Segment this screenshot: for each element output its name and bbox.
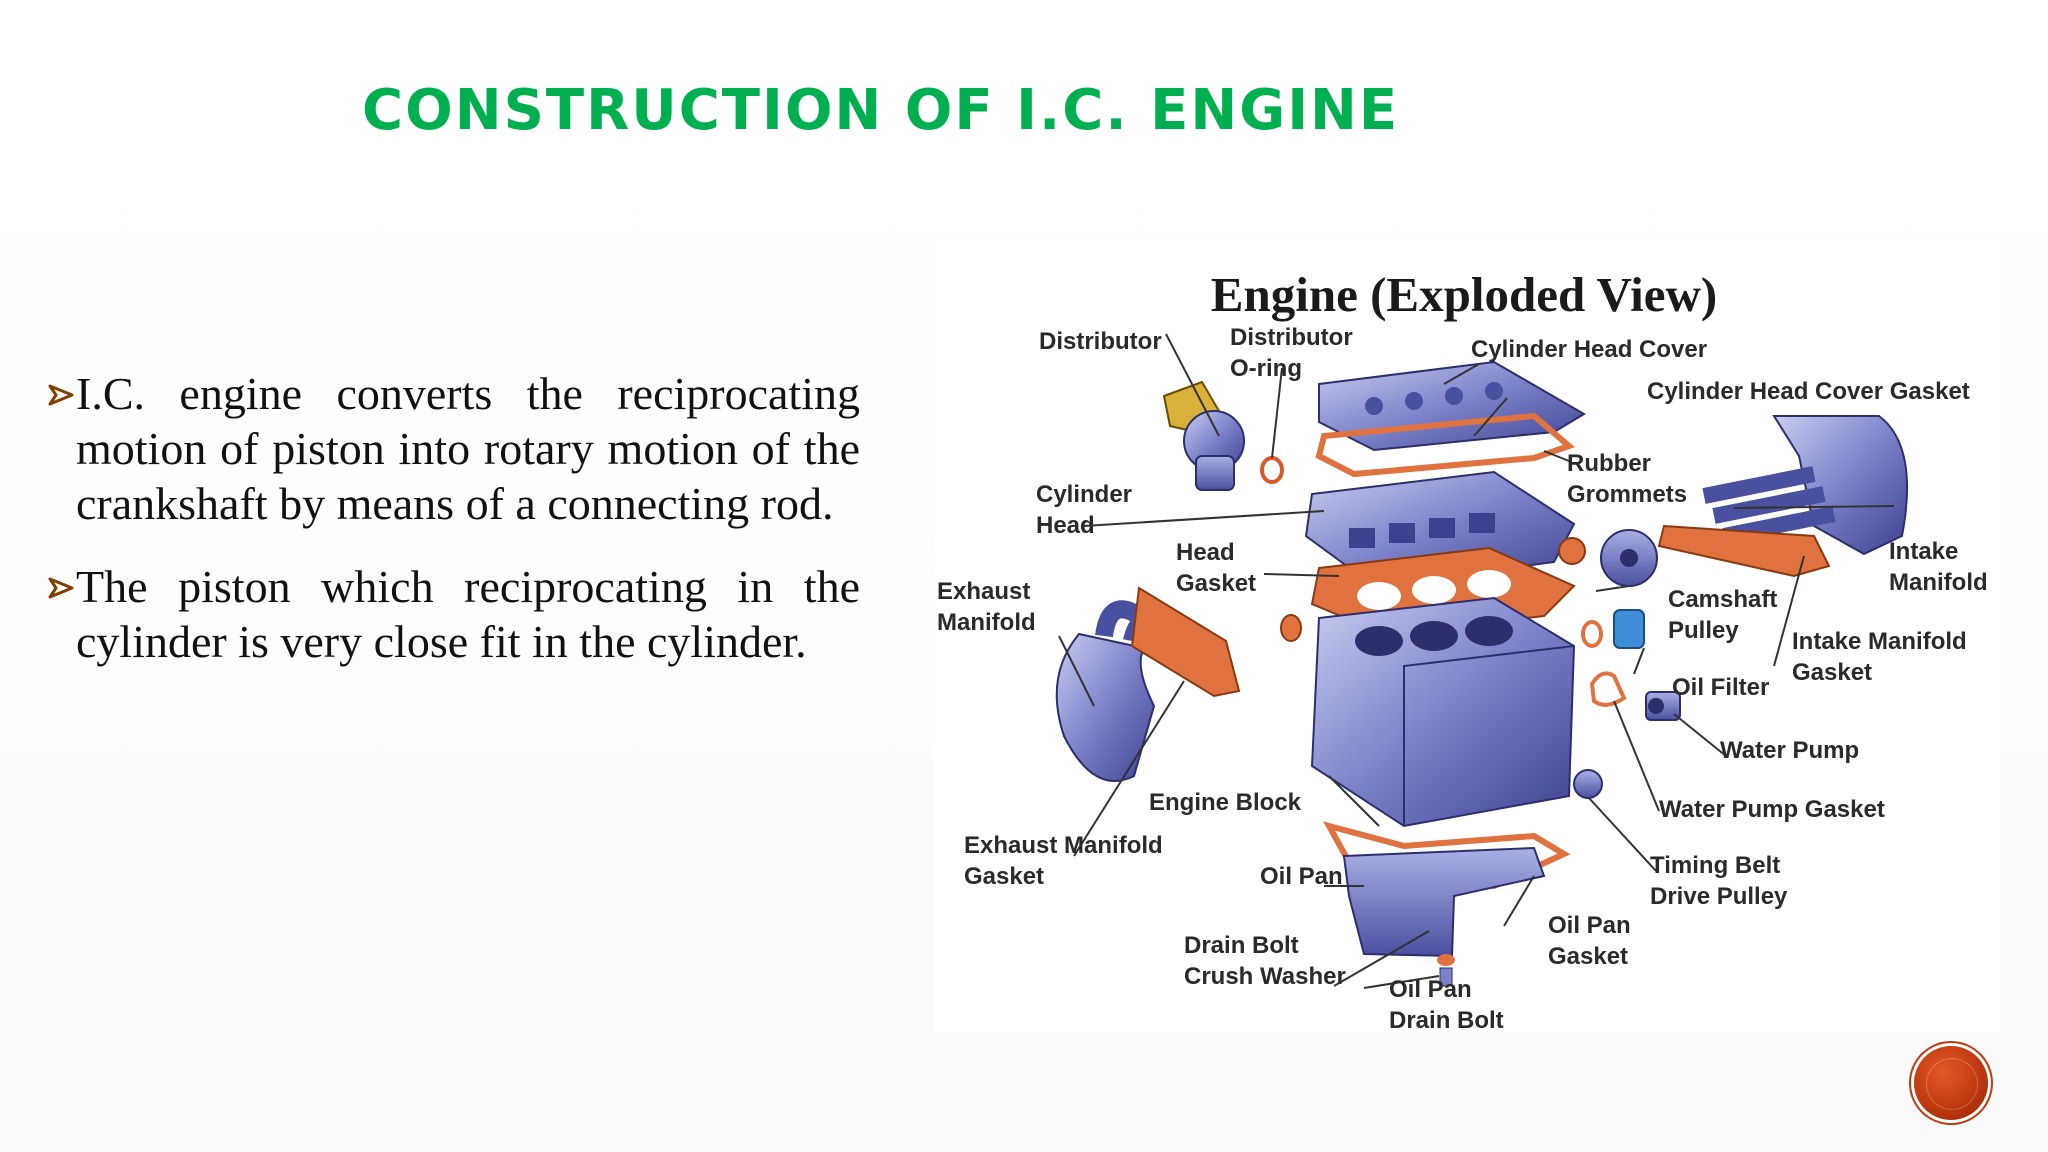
engine-block-part: [1280, 596, 1576, 828]
water-pump-part: [1645, 691, 1681, 721]
engine-exploded-view-figure: Engine (Exploded View) Distributor Distr…: [934, 236, 2000, 1034]
label-cylinder-head-cover: Cylinder Head Cover: [1471, 336, 1708, 363]
label-oil-filter: Oil Filter: [1672, 674, 1770, 701]
nav-button-ring-icon: [1926, 1058, 1978, 1110]
label-exhaust-manifold-gasket: Exhaust Manifold Gasket: [964, 832, 1163, 890]
label-distributor-o-ring: Distributor O-ring: [1230, 324, 1353, 382]
oil-pan-part: [1342, 846, 1546, 958]
label-cylinder-head-cover-gasket: Cylinder Head Cover Gasket: [1647, 378, 1970, 405]
label-oil-pan-gasket: Oil Pan Gasket: [1548, 912, 1631, 970]
label-distributor: Distributor: [1039, 328, 1162, 355]
bullet-text: I.C. engine converts the reciprocating m…: [76, 368, 860, 529]
label-engine-block: Engine Block: [1149, 789, 1302, 816]
label-intake-manifold-gasket: Intake Manifold Gasket: [1792, 628, 1967, 686]
distributor-part: [1162, 380, 1284, 491]
label-intake-manifold: Intake Manifold: [1889, 538, 1988, 596]
label-timing-belt-drive-pulley: Timing Belt Drive Pulley: [1650, 852, 1788, 910]
label-head-gasket: Head Gasket: [1176, 539, 1257, 597]
label-water-pump-gasket: Water Pump Gasket: [1659, 796, 1885, 823]
leader-lines: [1058, 333, 1895, 989]
cylinder-head-cover-gasket-part: [1315, 412, 1575, 478]
intake-manifold-gasket-part: [1657, 524, 1831, 578]
label-oil-pan-drain-bolt: Oil Pan Drain Bolt: [1389, 976, 1504, 1034]
bullet-list: I.C. engine converts the reciprocating m…: [48, 366, 860, 697]
figure-title: Engine (Exploded View): [1210, 267, 1718, 322]
bullet-text: The piston which reciprocating in the cy…: [76, 561, 860, 667]
water-pump-gasket-part: [1589, 671, 1627, 707]
label-rubber-grommets: Rubber Grommets: [1567, 450, 1688, 508]
label-water-pump: Water Pump: [1720, 737, 1860, 764]
label-exhaust-manifold: Exhaust Manifold: [937, 578, 1036, 636]
cylinder-head-cover-part: [1318, 360, 1586, 452]
label-cylinder-head: Cylinder Head: [1036, 481, 1133, 539]
exhaust-manifold-gasket-part: [1130, 586, 1241, 698]
oil-pan-drain-bolt-part: [1437, 954, 1455, 987]
arrow-bullet-icon: [48, 577, 74, 599]
label-camshaft-pulley: Camshaft Pulley: [1668, 586, 1778, 644]
camshaft-pulley-part: [1600, 529, 1658, 587]
bullet-item: I.C. engine converts the reciprocating m…: [48, 366, 860, 531]
bullet-item: The piston which reciprocating in the cy…: [48, 559, 860, 669]
label-oil-pan: Oil Pan: [1260, 863, 1343, 890]
engine-illustration: [1055, 333, 1908, 989]
next-slide-button[interactable]: [1914, 1046, 1988, 1120]
slide-title: CONSTRUCTION OF I.C. ENGINE: [362, 78, 1400, 143]
oil-filter-gasket-part: [1581, 620, 1603, 648]
timing-belt-drive-pulley-part: [1573, 769, 1603, 799]
oil-filter-part: [1613, 609, 1645, 649]
label-drain-bolt-crush-washer: Drain Bolt Crush Washer: [1184, 932, 1346, 990]
arrow-bullet-icon: [48, 384, 74, 406]
